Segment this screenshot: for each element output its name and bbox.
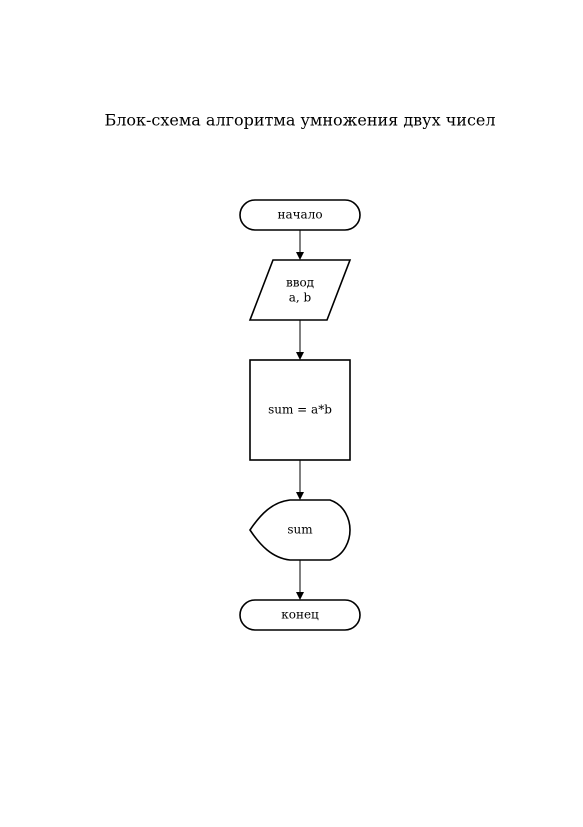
node-output: sum [249,499,351,561]
parallelogram-shape [248,259,352,321]
node-input: ввод a, b [248,259,352,321]
node-output-label: sum [287,523,313,537]
node-start-label: начало [277,208,322,222]
node-start: начало [239,199,361,231]
diagram-title: Блок-схема алгоритма умножения двух чисе… [104,111,495,130]
edge-start-to-input [296,229,304,260]
rectangle-shape [249,359,351,461]
terminator-shape [239,599,361,631]
node-end-label: конец [281,608,319,622]
edge-input-to-process [296,320,304,360]
node-input-label-line-2: a, b [289,291,312,305]
edge-process-to-output [296,460,304,500]
node-end: конец [239,599,361,631]
node-process: sum = a*b [249,359,351,461]
node-input-label-line-1: ввод [286,276,314,290]
terminator-shape [239,199,361,231]
display-shape [249,499,351,561]
edge-output-to-end [296,560,304,600]
node-process-label: sum = a*b [268,403,332,417]
